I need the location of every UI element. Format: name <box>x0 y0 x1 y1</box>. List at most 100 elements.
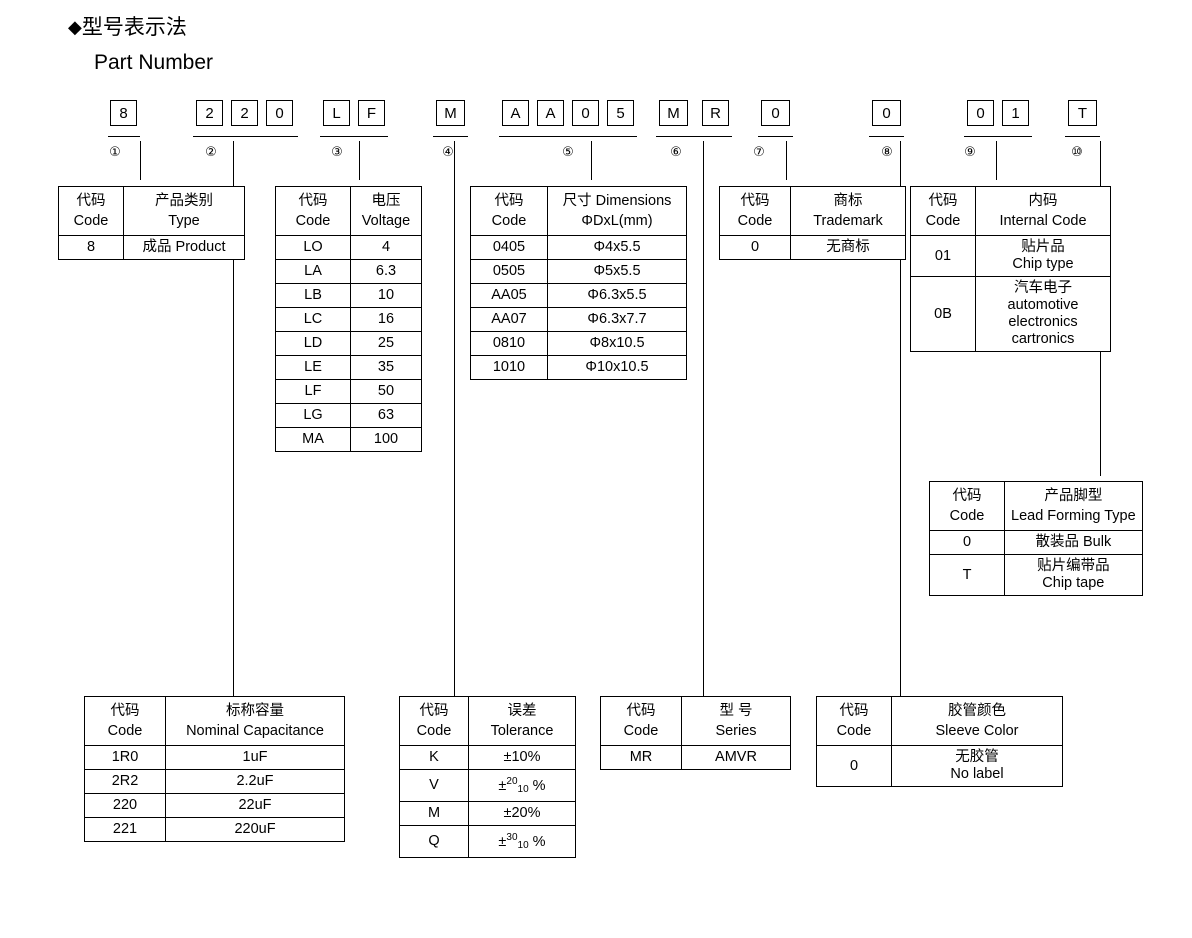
value-cell: Φ10x10.5 <box>547 355 687 380</box>
part-number-char-box: T <box>1068 100 1097 126</box>
trademark-header-cn: 商标 <box>833 193 863 209</box>
part-number-char-box: 2 <box>231 100 258 126</box>
code-cell: 01 <box>910 235 976 277</box>
code-cell: 0505 <box>470 259 548 284</box>
type-header-cell: 产品类别 Type <box>123 186 245 236</box>
dimensions-header-en: Code <box>491 213 527 229</box>
internal_code-header-en: Internal Code <box>999 213 1087 229</box>
part-number-char-box: 5 <box>607 100 634 126</box>
sleeve_color-header-en: Code <box>836 723 872 739</box>
code-cell: V <box>399 769 469 802</box>
sleeve_color-header-en: Sleeve Color <box>935 723 1019 739</box>
code-cell: 0 <box>929 530 1005 555</box>
value-line: 贴片品 <box>1021 239 1065 255</box>
value-cell: ±10% <box>468 745 576 770</box>
trademark-header-en: Code <box>737 213 773 229</box>
value-line: Chip type <box>1012 256 1074 272</box>
value-line: Chip tape <box>1042 575 1105 591</box>
capacitance-header-en: Code <box>107 723 143 739</box>
value-cell: 35 <box>350 355 422 380</box>
voltage-header-cn: 电压 <box>371 193 401 209</box>
value-line: cartronics <box>1011 331 1075 347</box>
group-underline <box>1065 136 1100 137</box>
marker-numeral: ② <box>205 144 217 159</box>
page-title-cn-text: 型号表示法 <box>81 16 187 39</box>
code-cell: 220 <box>84 793 166 818</box>
code-cell: K <box>399 745 469 770</box>
code-cell: 0B <box>910 276 976 352</box>
marker-numeral: ① <box>109 144 121 159</box>
part-number-char-box: 0 <box>761 100 790 126</box>
code-cell: 0810 <box>470 331 548 356</box>
table-row: V±2010 % <box>399 769 576 802</box>
code-cell: MA <box>275 427 351 452</box>
part-number-char-box: 8 <box>110 100 137 126</box>
part-number-char-box: 0 <box>266 100 293 126</box>
value-cell: 10 <box>350 283 422 308</box>
group-underline <box>758 136 793 137</box>
part-number-char-box: 0 <box>967 100 994 126</box>
code-cell: LD <box>275 331 351 356</box>
group-underline <box>108 136 140 137</box>
leader-line <box>900 141 901 697</box>
type-header-en: Type <box>168 213 200 229</box>
part-number-char-box: M <box>436 100 465 126</box>
code-cell: LC <box>275 307 351 332</box>
value-cell: Φ8x10.5 <box>547 331 687 356</box>
part-number-char-box: R <box>702 100 729 126</box>
code-cell: 0 <box>719 235 791 260</box>
marker-numeral: ④ <box>442 144 454 159</box>
trademark-header-cn: 代码 <box>740 193 770 209</box>
type-header-cn: 产品类别 <box>155 193 213 209</box>
tolerance-header-en: Tolerance <box>490 723 554 739</box>
trademark-header-cell: 商标 Trademark <box>790 186 906 236</box>
part-number-char-box: 2 <box>196 100 223 126</box>
group-underline <box>320 136 388 137</box>
code-cell: 0405 <box>470 235 548 260</box>
value-cell: 25 <box>350 331 422 356</box>
lead_forming-header-cn: 产品脚型 <box>1044 488 1103 504</box>
capacitance-header-en: Nominal Capacitance <box>186 723 324 739</box>
value-cell: 6.3 <box>350 259 422 284</box>
dimensions-header-cn: 尺寸 Dimensions <box>562 193 672 209</box>
part-number-char-box: 0 <box>572 100 599 126</box>
capacitance-header-cn: 代码 <box>110 703 140 719</box>
marker-numeral: ⑩ <box>1071 144 1083 159</box>
code-cell: 1010 <box>470 355 548 380</box>
trademark-header-en: Trademark <box>813 213 883 229</box>
code-cell: LA <box>275 259 351 284</box>
table-row: Q±3010 % <box>399 825 576 858</box>
voltage-header-cn: 代码 <box>298 193 328 209</box>
